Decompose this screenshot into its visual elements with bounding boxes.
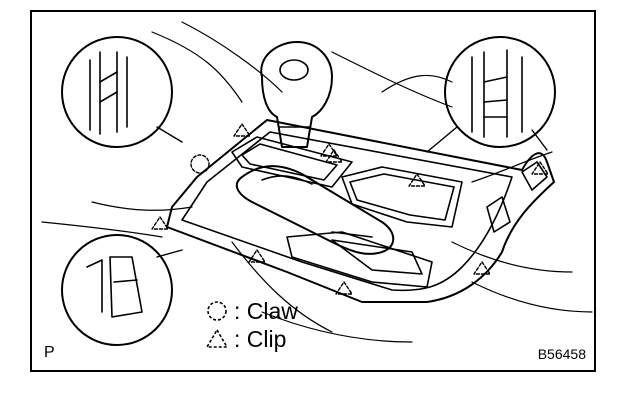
- clip-marker: [473, 261, 491, 275]
- clip-markers: [151, 123, 549, 295]
- legend-clip-label: : Clip: [234, 325, 287, 352]
- clip-marker: [248, 249, 266, 263]
- legend-claw-label: : Claw: [234, 297, 298, 324]
- legend-row-claw: : Claw: [204, 297, 298, 325]
- claw-markers: [190, 154, 210, 174]
- parking-brake-lever: [235, 165, 395, 255]
- clip-marker: [233, 123, 251, 137]
- corner-mark: P: [44, 344, 55, 361]
- callout-top-left: [61, 36, 183, 148]
- diagram-frame: : Claw : Clip P B56458: [30, 10, 596, 372]
- console-illustration: [41, 21, 593, 346]
- claw-marker: [190, 154, 210, 174]
- callout-top-right: [426, 36, 556, 153]
- shift-knob: [260, 41, 333, 148]
- clip-marker: [531, 161, 549, 175]
- clip-marker: [151, 216, 169, 230]
- background-lines: [41, 21, 593, 343]
- figure-code: B56458: [537, 346, 586, 362]
- clip-marker: [320, 143, 338, 157]
- legend-row-clip: : Clip: [204, 325, 298, 353]
- clip-marker: [325, 149, 343, 163]
- console-panel: [166, 119, 555, 303]
- legend: : Claw : Clip: [204, 297, 298, 353]
- callout-bottom-left: [61, 234, 183, 346]
- clip-marker: [408, 173, 426, 187]
- clip-marker: [335, 281, 353, 295]
- dashed-triangle-icon: [205, 328, 229, 348]
- dashed-circle-icon: [207, 301, 227, 321]
